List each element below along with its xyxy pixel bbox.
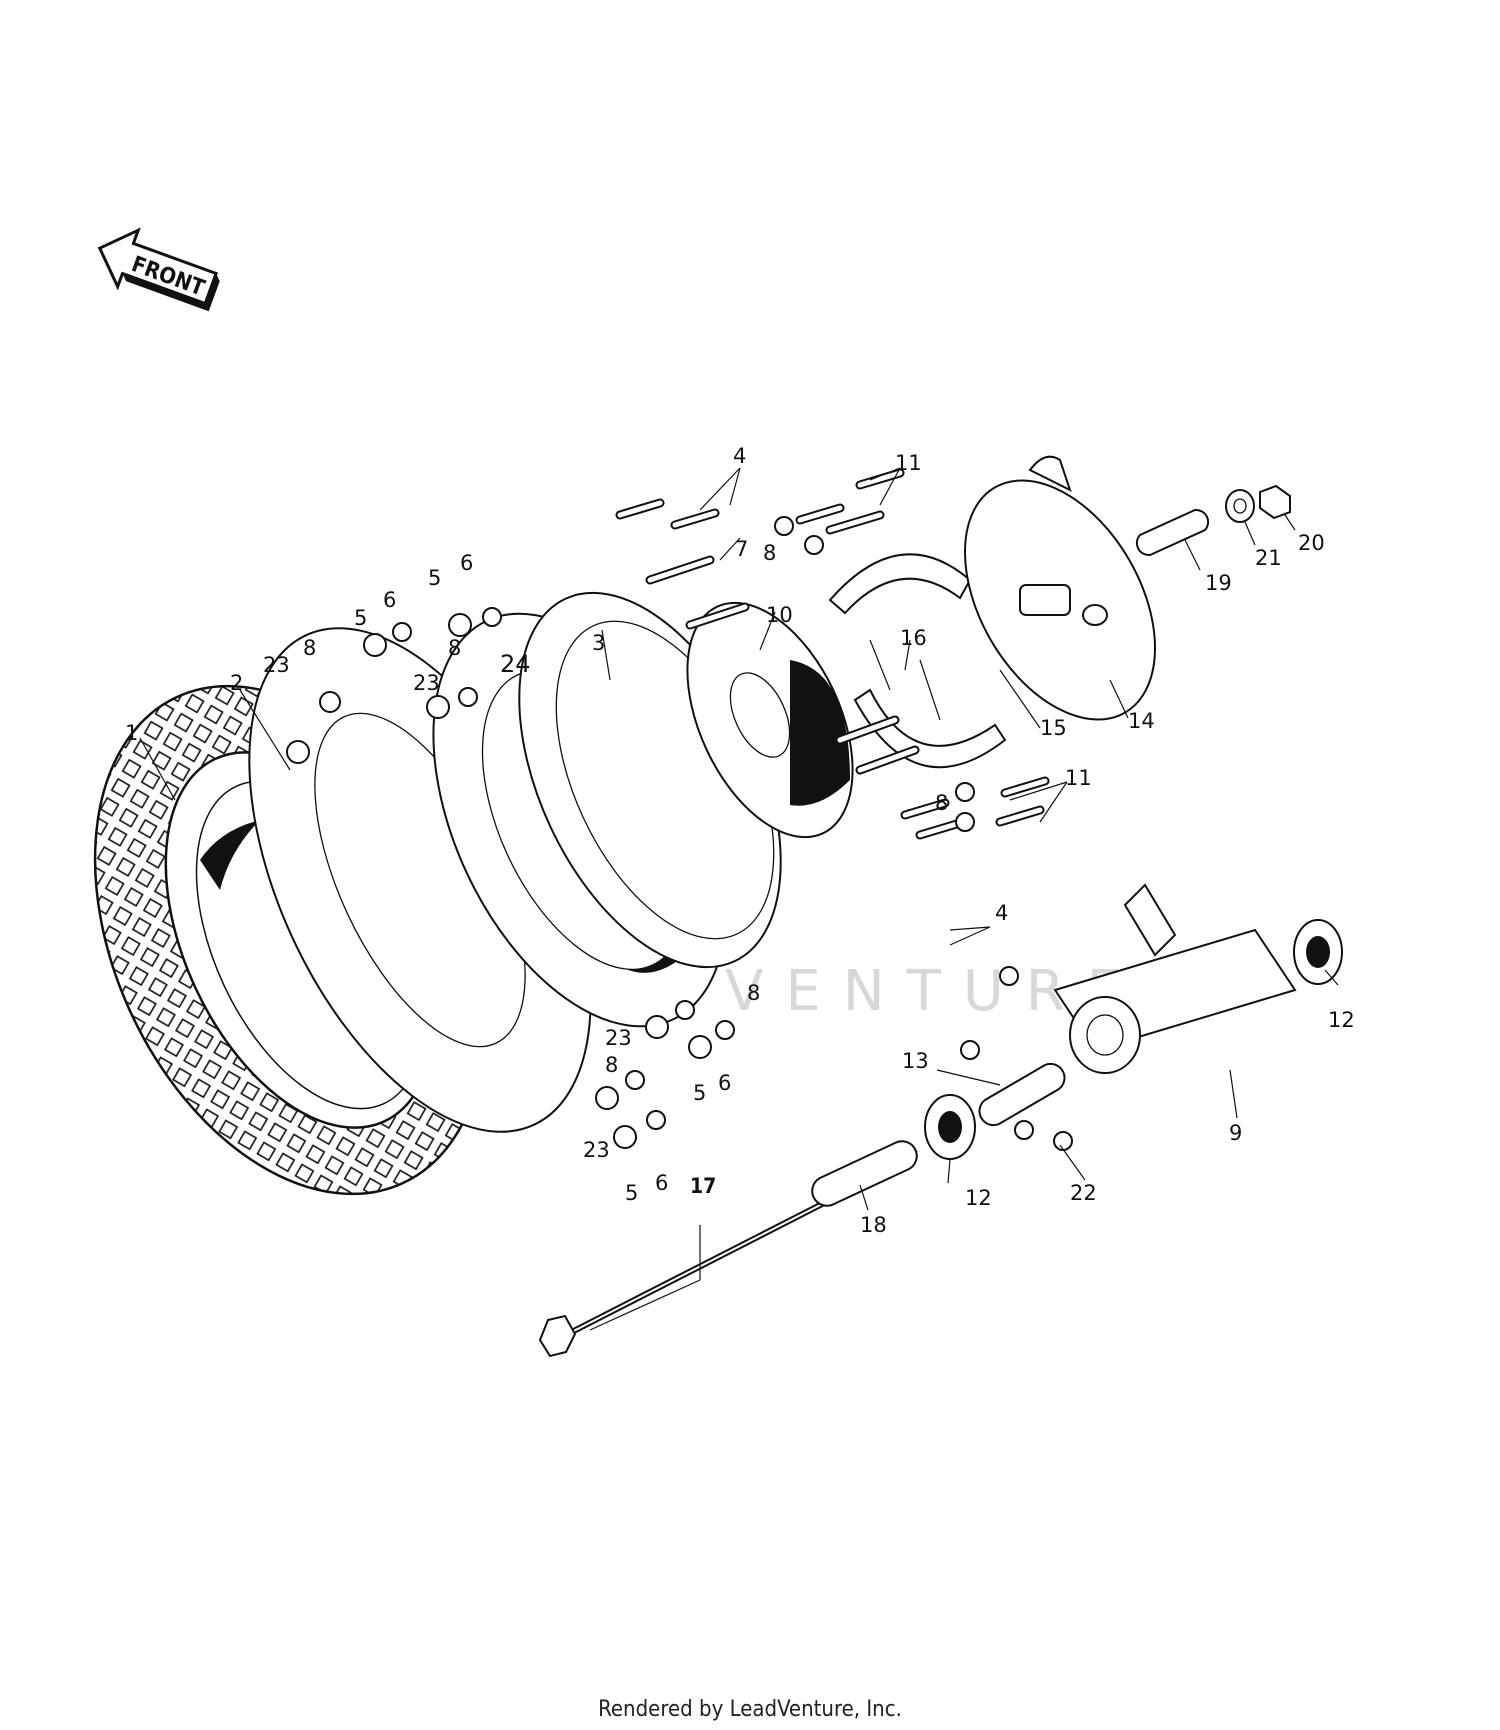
callout-7: 7	[735, 537, 748, 561]
callout-8b: 8	[448, 636, 461, 660]
axle-spacer-19	[1135, 508, 1210, 557]
callout-17: 17	[690, 1174, 716, 1198]
nut-20	[1259, 484, 1291, 520]
callouts: 1 2 3 4 4 5 5 5 5 6 6 6 6 7 8 8 8 8 8 8 …	[125, 444, 1355, 1237]
callout-6d: 6	[655, 1171, 668, 1195]
callout-1: 1	[125, 721, 138, 745]
brake-drum	[686, 601, 854, 839]
callout-20: 20	[1298, 531, 1325, 555]
callout-23d: 23	[583, 1138, 610, 1162]
callout-11a: 11	[895, 451, 922, 475]
callout-6b: 6	[460, 551, 473, 575]
front-direction-arrow: FRONT	[97, 227, 220, 312]
callout-8f: 8	[605, 1053, 618, 1077]
callout-22: 22	[1070, 1181, 1097, 1205]
callout-11b: 11	[1065, 766, 1092, 790]
callout-14: 14	[1128, 709, 1155, 733]
nuts-washers	[286, 516, 1073, 1151]
leader-lines	[139, 467, 1339, 1331]
callout-23a: 23	[263, 653, 290, 677]
axle-holder	[1053, 883, 1297, 1074]
callout-6c: 6	[718, 1071, 731, 1095]
callout-9: 9	[1229, 1121, 1242, 1145]
callout-8d: 8	[935, 791, 948, 815]
axle-17	[538, 1197, 832, 1358]
callout-8e: 8	[747, 981, 760, 1005]
callout-5d: 5	[625, 1181, 638, 1205]
callout-4a: 4	[733, 444, 746, 468]
callout-10: 10	[766, 603, 793, 627]
spacer-13	[978, 1062, 1066, 1127]
callout-15: 15	[1040, 716, 1067, 740]
callout-8c: 8	[763, 541, 776, 565]
callout-8a: 8	[303, 636, 316, 660]
bearing-12-right	[1293, 919, 1343, 985]
callout-23c: 23	[605, 1026, 632, 1050]
callout-18: 18	[860, 1213, 887, 1237]
footer-credit: Rendered by LeadVenture, Inc.	[598, 1697, 902, 1722]
callout-5a: 5	[354, 606, 367, 630]
callout-21: 21	[1255, 546, 1282, 570]
brake-panel	[964, 455, 1156, 721]
bearing-12-left	[924, 1094, 976, 1160]
callout-5b: 5	[428, 566, 441, 590]
callout-12b: 12	[965, 1186, 992, 1210]
callout-23b: 23	[413, 671, 440, 695]
callout-2: 2	[230, 671, 243, 695]
callout-16: 16	[900, 626, 927, 650]
callout-19: 19	[1205, 571, 1232, 595]
callout-6a: 6	[383, 588, 396, 612]
collar-18	[811, 1140, 918, 1207]
callout-4b: 4	[995, 901, 1008, 925]
washer-21	[1225, 489, 1255, 523]
callout-12a: 12	[1328, 1008, 1355, 1032]
bolts	[615, 468, 1050, 840]
callout-5c: 5	[693, 1081, 706, 1105]
callout-24: 24	[500, 650, 531, 678]
callout-3: 3	[592, 631, 605, 655]
callout-13: 13	[902, 1049, 929, 1073]
